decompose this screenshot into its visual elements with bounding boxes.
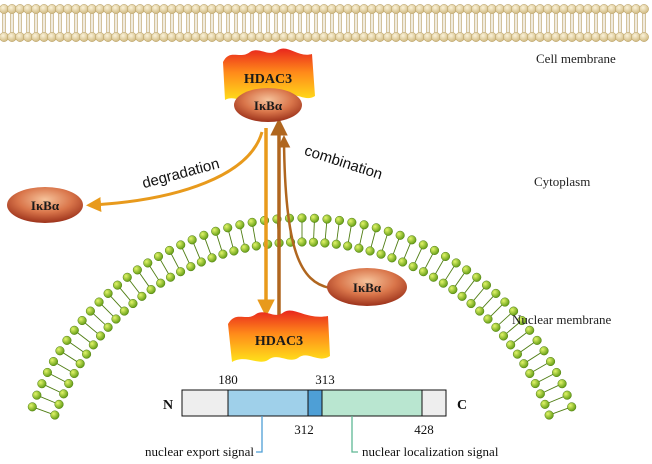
nuclear-membrane-bilayer <box>27 213 577 420</box>
pos-313-label: 313 <box>315 372 335 387</box>
degradation-label: degradation <box>140 155 221 192</box>
ikba-right-label: IκBα <box>353 280 382 295</box>
pos-312-label: 312 <box>294 422 314 437</box>
nls-leader-line <box>351 416 358 453</box>
nls-label: nuclear localization signal <box>362 444 499 459</box>
ikba-left-label: IκBα <box>31 198 60 213</box>
combination-label: combination <box>302 142 384 183</box>
hdac3-nucleus: HDAC3 <box>228 310 330 362</box>
hdac3-nucleus-label: HDAC3 <box>255 334 303 349</box>
ikba-right: IκBα <box>327 268 407 306</box>
cell-membrane-bilayer <box>0 4 649 42</box>
combination-arrow <box>277 135 331 290</box>
cytoplasm-label: Cytoplasm <box>534 174 590 189</box>
ikba-top: IκBα <box>234 88 302 122</box>
nes-label: nuclear export signal <box>145 444 254 459</box>
cell-membrane-label: Cell membrane <box>536 51 616 66</box>
ikba-top-label: IκBα <box>254 98 283 113</box>
degradation-arrow <box>86 131 264 212</box>
n-terminus-label: N <box>163 398 173 413</box>
nes-leader-line <box>256 416 263 453</box>
nuclear-membrane-label: Nuclear membrane <box>512 312 611 327</box>
pos-180-label: 180 <box>218 372 238 387</box>
nls-domain <box>321 389 423 417</box>
hdac3-top: HDAC3 <box>223 48 315 102</box>
nes-overlap-domain <box>307 389 323 417</box>
nes-domain <box>227 389 309 417</box>
pos-428-label: 428 <box>414 422 434 437</box>
c-terminus-label: C <box>457 398 467 413</box>
ikba-left: IκBα <box>7 187 83 223</box>
hdac3-top-label: HDAC3 <box>244 72 292 87</box>
hdac3-domain-map: N C 180 313 312 428 nuclear export signa… <box>145 372 499 459</box>
